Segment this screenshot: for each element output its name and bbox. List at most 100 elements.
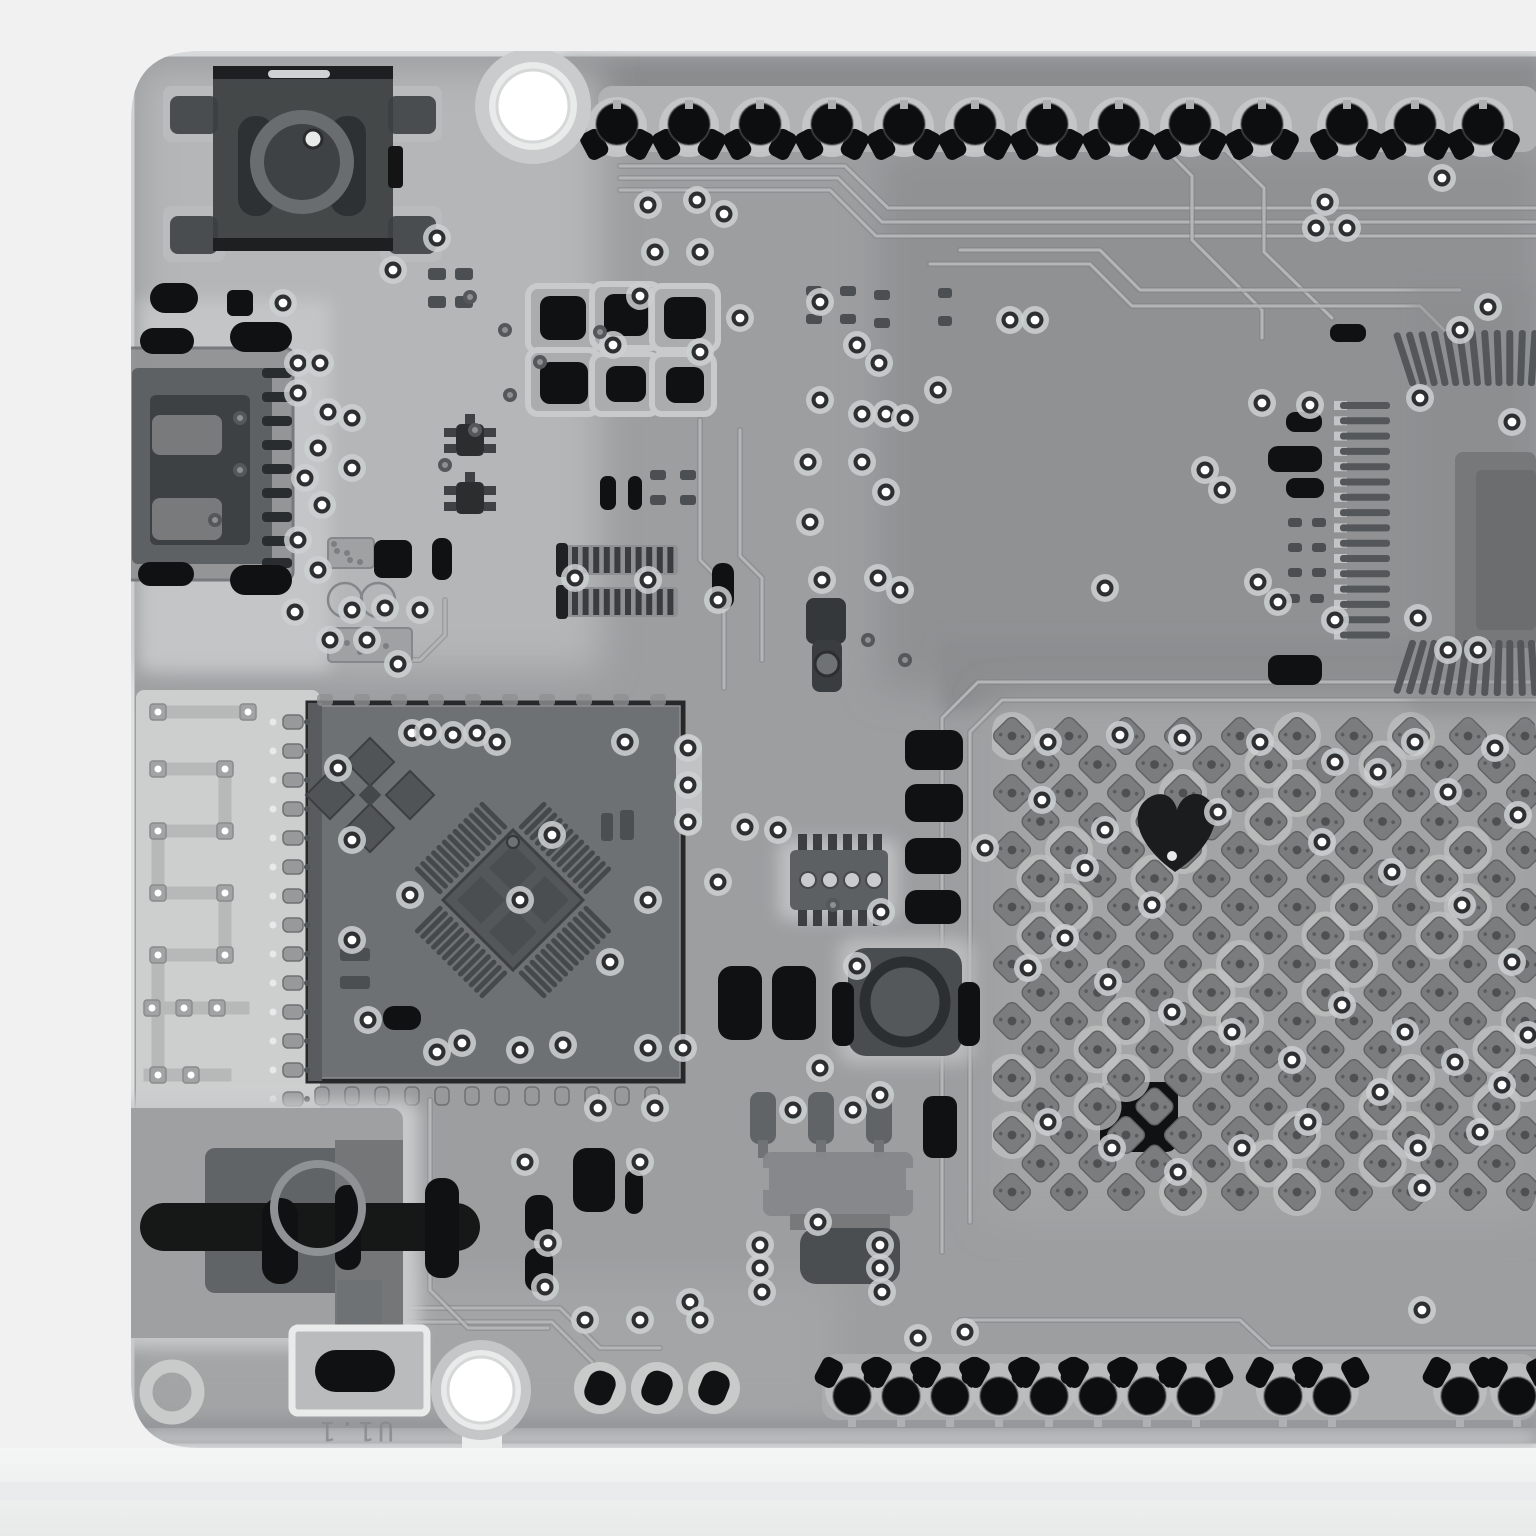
matrix-speck <box>1077 1190 1082 1195</box>
pin-socket <box>1026 103 1068 145</box>
matrix-speck <box>998 1017 1003 1022</box>
via-hole <box>278 298 288 308</box>
smd-passive <box>428 268 446 280</box>
matrix-pad-dot <box>1349 959 1359 969</box>
matrix-speck <box>1055 1188 1060 1193</box>
matrix-pad <box>1220 944 1260 984</box>
comb-bar <box>582 589 589 615</box>
matrix-pad <box>1363 802 1402 841</box>
matrix-pad <box>1277 944 1317 984</box>
castellation-dot <box>269 979 277 987</box>
mcu-lead <box>1456 330 1471 387</box>
matrix-pad-dot <box>1007 788 1017 798</box>
sot23-layer <box>444 414 496 514</box>
via-hole <box>1483 302 1493 312</box>
mcu-lead <box>1340 493 1390 501</box>
matrix-speck <box>1141 989 1145 993</box>
matrix-speck <box>1391 991 1395 996</box>
qfp-lead <box>578 911 606 939</box>
matrix-speck <box>1077 962 1082 967</box>
matrix-pad-dot <box>1520 1073 1530 1083</box>
matrix-speck <box>1141 1103 1145 1107</box>
matrix-speck <box>1476 1076 1481 1081</box>
matrix-speck <box>1027 875 1031 879</box>
castellation-pad <box>464 1086 480 1106</box>
matrix-speck <box>1226 1131 1231 1136</box>
via-hole <box>300 473 310 483</box>
matrix-speck <box>1020 734 1025 739</box>
via-hole <box>683 780 693 790</box>
matrix-speck <box>1084 761 1088 765</box>
pin-socket <box>980 1377 1018 1415</box>
matrix-pad-dot <box>1178 1187 1188 1197</box>
matrix-speck <box>1248 791 1253 796</box>
button-slit <box>268 70 330 78</box>
pin-socket <box>1394 103 1436 145</box>
castellation-pad <box>282 743 304 759</box>
matrix-pad-dot <box>1492 1102 1501 1111</box>
via-hole <box>1473 645 1483 655</box>
via-hole <box>423 727 433 737</box>
via-hole <box>650 247 660 257</box>
matrix-speck <box>1511 846 1516 851</box>
via-hole <box>543 1238 553 1248</box>
via-hole <box>1311 223 1321 233</box>
matrix-pad-dot <box>1007 1130 1017 1140</box>
via-dark-center <box>502 327 508 333</box>
via-hole <box>848 1105 858 1115</box>
matrix-speck <box>1141 875 1145 879</box>
castellation-pad <box>465 694 481 706</box>
castellation-dot <box>269 834 277 842</box>
jack-center-pin <box>140 1203 480 1251</box>
matrix-speck <box>1084 989 1088 993</box>
matrix-speck <box>1362 848 1367 853</box>
via-dark-center <box>902 657 908 663</box>
matrix-pad <box>1106 1001 1146 1041</box>
antenna-pad-dot <box>154 708 162 716</box>
matrix-pad <box>1277 1172 1317 1212</box>
matrix-speck <box>1027 989 1031 993</box>
via-hole <box>492 737 502 747</box>
via-hole <box>1415 393 1425 403</box>
comb-bar <box>593 589 600 615</box>
castellation-dot <box>269 892 277 900</box>
smd-passive <box>601 813 613 841</box>
matrix-speck <box>1454 846 1459 851</box>
via-hole <box>643 200 653 210</box>
pin-socket <box>954 103 996 145</box>
matrix-pad-dot <box>1435 1045 1444 1054</box>
matrix-speck <box>1483 932 1487 936</box>
via-hole <box>875 1263 885 1273</box>
castellation-dot <box>269 776 277 784</box>
matrix-pad-dot <box>1093 1159 1102 1168</box>
matrix-pad <box>992 1058 1032 1098</box>
matrix-speck <box>1226 789 1231 794</box>
matrix-pad <box>1420 802 1459 841</box>
via-hole <box>685 1297 695 1307</box>
matrix-pad-dot <box>1150 760 1159 769</box>
via-hole <box>1410 737 1420 747</box>
matrix-pad-dot <box>1121 902 1131 912</box>
castellation-dot <box>304 748 310 754</box>
via-hole <box>1443 787 1453 797</box>
sot23-lead <box>444 486 456 495</box>
via-hole <box>1227 1027 1237 1037</box>
matrix-speck <box>1476 905 1481 910</box>
matrix-pad <box>1334 1115 1374 1155</box>
via-hole <box>1513 810 1523 820</box>
matrix-pad-dot <box>1435 988 1444 997</box>
pin-notch <box>1279 1418 1287 1427</box>
pin-socket <box>1441 1377 1479 1415</box>
matrix-pad-dot <box>1378 817 1387 826</box>
via-hole <box>857 409 867 419</box>
matrix-pad-dot <box>1292 845 1302 855</box>
matrix-speck <box>1426 1046 1430 1050</box>
matrix-pad <box>1249 802 1288 841</box>
antenna-pad-dot <box>154 827 162 835</box>
qfp-lead <box>524 965 552 993</box>
matrix-pad-dot <box>1064 1187 1074 1197</box>
ghost-ring <box>270 1160 366 1256</box>
via-dark-center <box>237 415 243 421</box>
matrix-speck <box>1163 1048 1167 1053</box>
sot23-body <box>456 482 484 514</box>
